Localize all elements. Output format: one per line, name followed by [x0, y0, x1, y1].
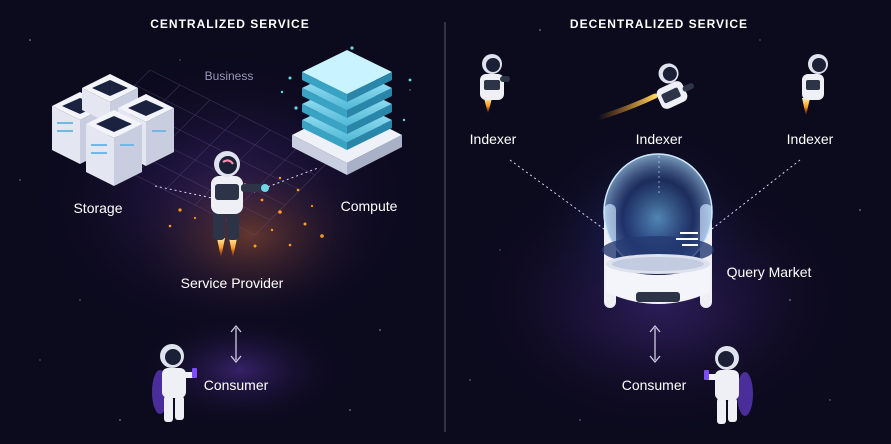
query-market-label: Query Market — [727, 264, 812, 280]
storage-label: Storage — [73, 200, 122, 216]
stars — [19, 29, 861, 421]
compute-label: Compute — [341, 198, 398, 214]
business-label: Business — [205, 69, 254, 83]
query-market-dome-icon — [602, 153, 714, 326]
decentralized-consumer-astronaut-icon — [704, 346, 753, 424]
indexer-astronaut-icon-3 — [802, 54, 828, 116]
double-arrow-icon — [649, 324, 661, 364]
double-arrow-icon — [230, 324, 242, 364]
centralized-consumer-astronaut-icon — [152, 344, 197, 422]
decentralized-consumer-label: Consumer — [622, 377, 687, 393]
centralized-consumer-label: Consumer — [204, 377, 269, 393]
decentralized-title: DECENTRALIZED SERVICE — [570, 17, 748, 31]
service-provider-label: Service Provider — [181, 275, 284, 291]
indexer-label-1: Indexer — [470, 131, 517, 147]
compute-database-icon — [292, 50, 402, 175]
indexer-label-2: Indexer — [636, 131, 683, 147]
indexer-trail — [595, 93, 658, 121]
indexer-astronaut-icon-1 — [480, 54, 510, 114]
service-provider-astronaut-icon — [211, 151, 269, 258]
centralized-title: CENTRALIZED SERVICE — [150, 17, 309, 31]
indexer-label-3: Indexer — [787, 131, 834, 147]
storage-server-icon — [52, 74, 174, 186]
indexer-astronaut-icon-2 — [656, 63, 695, 109]
compute-particles — [280, 46, 412, 122]
